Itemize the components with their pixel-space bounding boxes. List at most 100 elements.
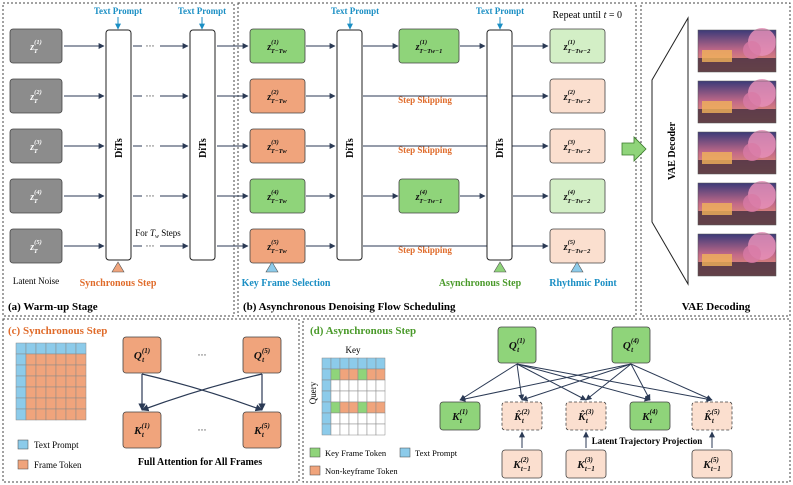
output-latent-box xyxy=(549,78,606,114)
attention-cell xyxy=(55,408,67,421)
async-dits-block-1 xyxy=(336,29,363,261)
async-attention-cell xyxy=(330,390,341,403)
attention-cell xyxy=(75,342,87,355)
repeat-label: Repeat until t = 0 xyxy=(552,10,622,21)
attention-cell xyxy=(35,408,47,421)
key-node-1 xyxy=(122,411,162,449)
attention-cell xyxy=(25,397,37,410)
async-attention-cell xyxy=(339,423,350,436)
async-attention-cell xyxy=(375,368,386,381)
async-attention-cell xyxy=(357,379,368,392)
async-attention-cell xyxy=(321,368,332,381)
async-attention-cell xyxy=(375,412,386,425)
async-attention-cell xyxy=(330,368,341,381)
legend-key-label: Key Frame Token xyxy=(325,448,387,458)
attention-cell xyxy=(55,386,67,399)
attention-cell xyxy=(25,408,37,421)
prev-key-node-1 xyxy=(501,449,543,479)
attention-cell xyxy=(15,375,27,388)
async-query-node-4-text: Q(4)t xyxy=(623,337,639,354)
latent-col1-text: z(5)T−Tw xyxy=(266,239,287,255)
attention-cell xyxy=(15,397,27,410)
async-attention-cell xyxy=(366,412,377,425)
key-node-5-text: K(5)t xyxy=(253,422,270,439)
panel-vae-border xyxy=(640,2,791,317)
output-latent-box xyxy=(549,228,606,264)
key-latent-step-box xyxy=(398,28,460,64)
attention-cell xyxy=(45,353,57,366)
sync-step-triangle xyxy=(111,261,125,273)
output-latent-box xyxy=(549,178,606,214)
attention-cell xyxy=(35,364,47,377)
async-attention-cell xyxy=(348,423,359,436)
latent-noise-label-text: z(3)T xyxy=(29,139,42,155)
legend-frame-swatch xyxy=(17,459,29,470)
async-attention-cell xyxy=(348,357,359,370)
async-attention-cell xyxy=(330,357,341,370)
latent-noise-label-text: z(2)T xyxy=(29,89,42,105)
latent-noise-label-text: z(5)T xyxy=(29,239,42,255)
latent-col3-text: z(5)T−Tw−2 xyxy=(563,239,591,255)
async-attention-cell xyxy=(339,368,350,381)
attention-cell xyxy=(65,353,77,366)
attention-cell xyxy=(15,353,27,366)
attention-cell xyxy=(35,342,47,355)
legend-nonkey-label: Non-keyframe Token xyxy=(325,466,398,476)
async-key-node-3 xyxy=(565,401,607,431)
async-attention-cell xyxy=(321,423,332,436)
async-attention-cell xyxy=(357,368,368,381)
async-attention-cell xyxy=(330,401,341,414)
legend-text-swatch xyxy=(17,439,29,450)
latent-noise-box xyxy=(9,178,63,214)
legend-text-prompt-label: Text Prompt xyxy=(415,448,458,458)
async-attention-cell xyxy=(339,379,350,392)
attention-cell xyxy=(35,353,47,366)
panel-d-border xyxy=(302,318,791,483)
latent-col3-text: z(3)T−Tw−2 xyxy=(563,139,591,155)
panel-c-border xyxy=(2,318,300,483)
async-dits-block-2 xyxy=(486,29,513,261)
async-attention-cell xyxy=(330,379,341,392)
attention-cell xyxy=(15,408,27,421)
panel-d-title: (d) Asynchronous Step xyxy=(310,325,416,337)
panel-c-title: (c) Synchronous Step xyxy=(8,325,107,337)
async-attention-cell xyxy=(375,357,386,370)
vae-stage: VAE Decoder VAE Decoding xyxy=(651,16,777,313)
dits-block-2 xyxy=(189,29,216,261)
latent-noise-label-text: z(1)T xyxy=(29,39,42,55)
async-attention-cell xyxy=(339,357,350,370)
key-node-5 xyxy=(242,411,282,449)
to-vae-arrow xyxy=(621,136,647,162)
async-key-node-5 xyxy=(691,401,733,431)
sync-step-label: Synchronous Step xyxy=(80,278,157,289)
step-skipping-label: Step Skipping xyxy=(398,145,452,155)
dits-block-1 xyxy=(105,29,132,261)
async-attention-cell xyxy=(357,357,368,370)
attention-cell xyxy=(45,408,57,421)
attention-cell xyxy=(75,386,87,399)
nonkey-latent-box xyxy=(249,228,306,264)
attention-cell xyxy=(35,397,47,410)
attention-cell xyxy=(45,397,57,410)
ellipsis: ··· xyxy=(198,350,207,360)
latent-noise-box xyxy=(9,78,63,114)
attention-cell xyxy=(35,375,47,388)
async-key-node-4-text: K(4)t xyxy=(641,408,658,425)
output-latent-box xyxy=(549,128,606,164)
async-attention-cell xyxy=(348,390,359,403)
async-panel: (d) Asynchronous Step Key Query Key Fram… xyxy=(308,325,733,479)
output-latent-box xyxy=(549,28,606,64)
key-latent-box xyxy=(249,178,306,214)
async-key-node-1 xyxy=(439,401,481,431)
attention-cell xyxy=(15,342,27,355)
latent-noise-box xyxy=(9,228,63,264)
decoded-frame xyxy=(697,28,777,73)
prev-key-node-3 xyxy=(691,449,733,479)
attention-cell xyxy=(65,408,77,421)
attention-cell xyxy=(45,375,57,388)
async-key-node-3-text: K̂(3)t xyxy=(577,408,594,425)
prev-key-node-1-text: K(2)t−1 xyxy=(512,456,531,473)
decoded-frame xyxy=(697,232,777,277)
attention-cell xyxy=(15,364,27,377)
attention-cell xyxy=(55,375,67,388)
